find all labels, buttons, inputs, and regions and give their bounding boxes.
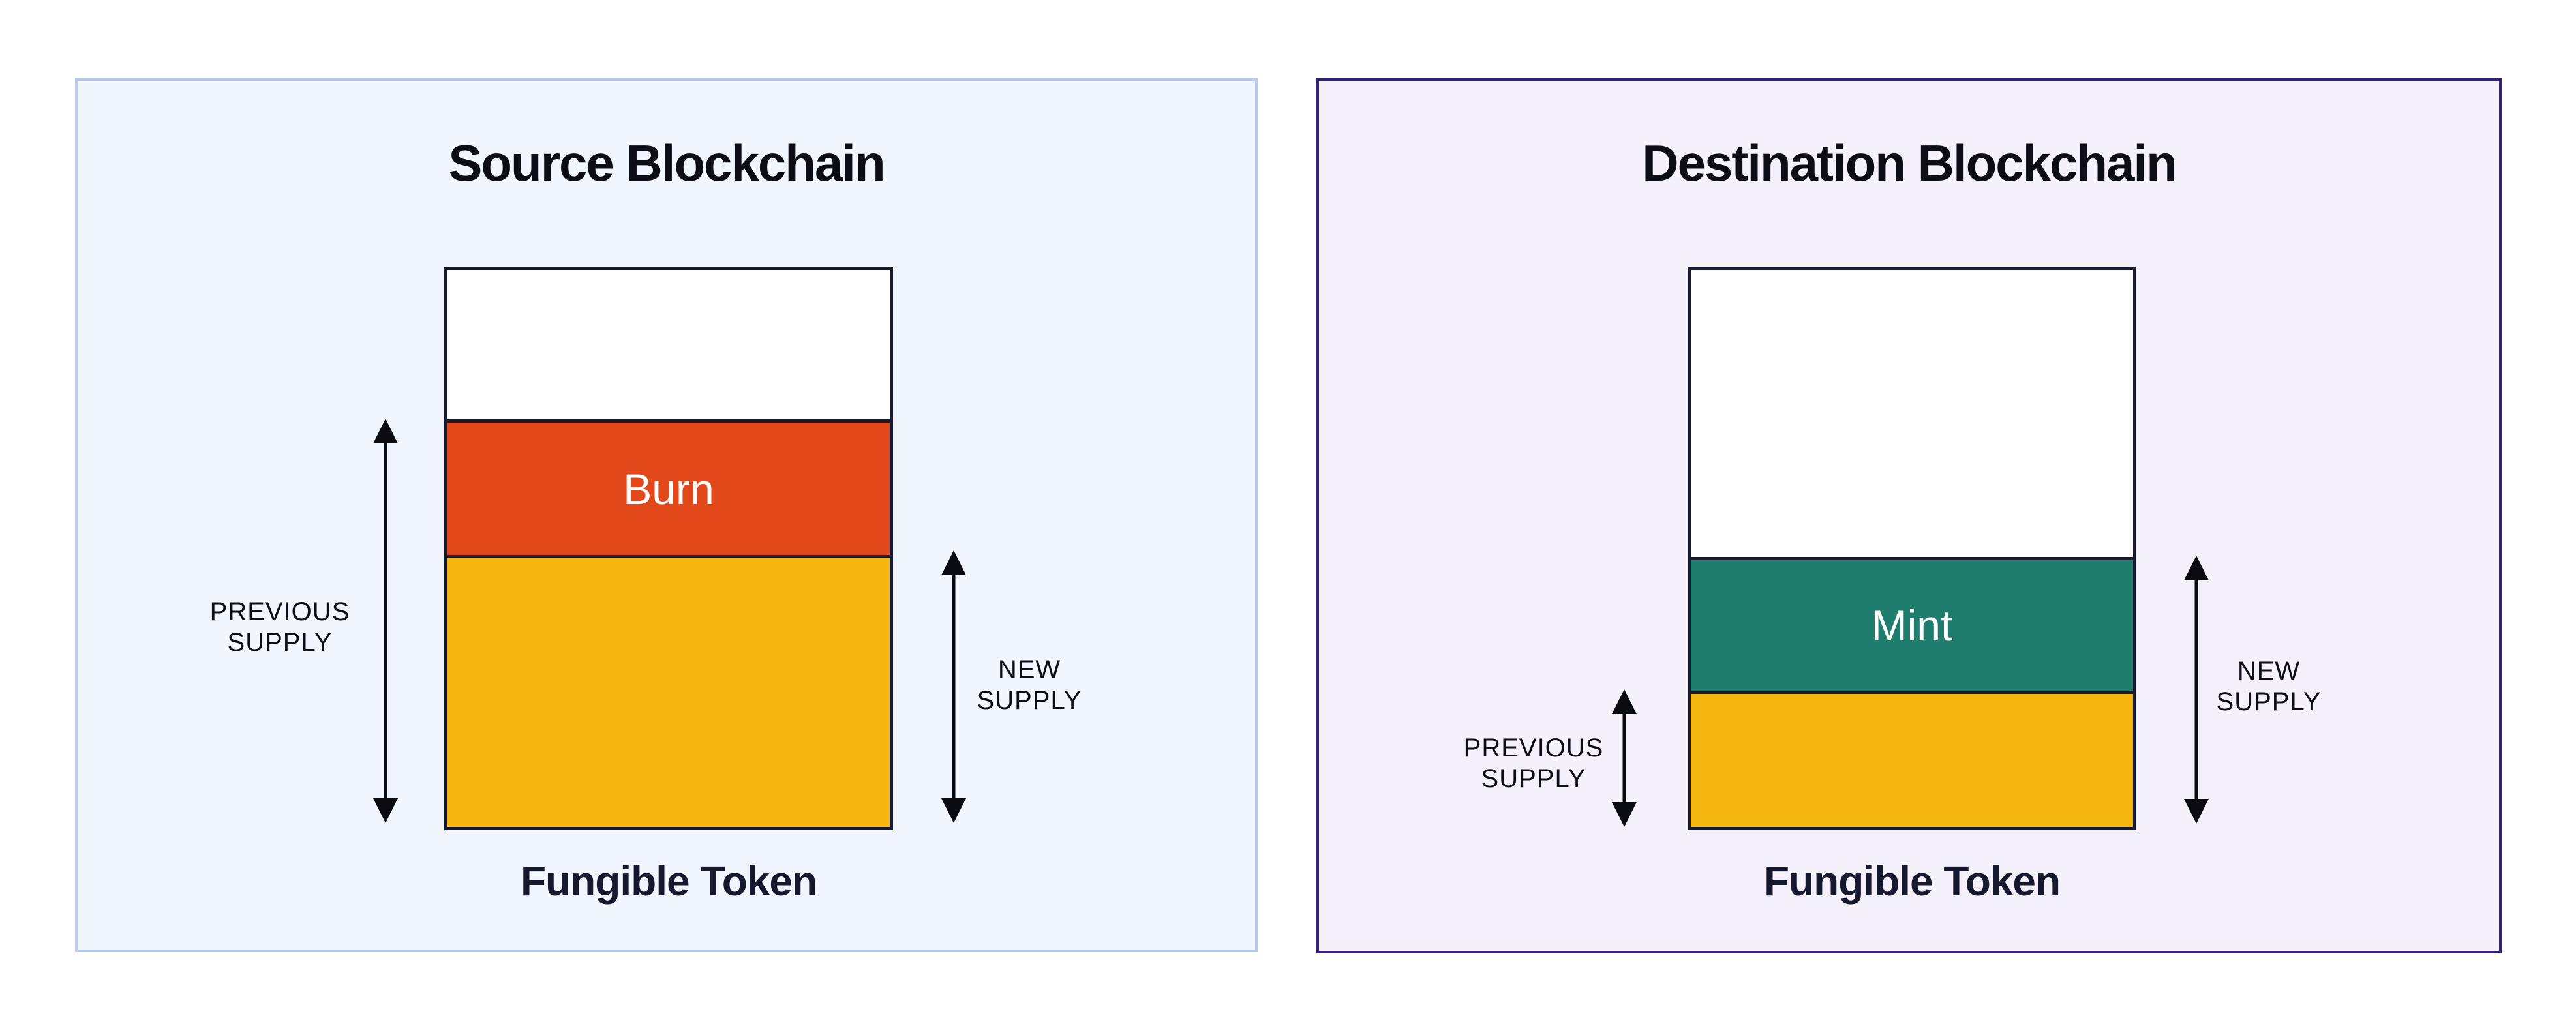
bar-segment-supply xyxy=(447,555,890,827)
panel-title: Source Blockchain xyxy=(448,134,885,192)
bar-segment-supply xyxy=(1691,691,2133,827)
panel-source-blockchain: Source Blockchain Burn PREVIOUS SUPPLY N… xyxy=(75,78,1258,952)
burn-label: Burn xyxy=(623,464,714,513)
token-bar: Mint xyxy=(1688,267,2136,830)
bar-segment-unissued xyxy=(1691,270,2133,557)
new-supply-label: NEW SUPPLY xyxy=(2217,656,2322,717)
previous-supply-label: PREVIOUS SUPPLY xyxy=(210,597,350,658)
panel-title: Destination Blockchain xyxy=(1642,134,2177,192)
new-supply-label: NEW SUPPLY xyxy=(977,655,1082,716)
new-supply-line1: NEW xyxy=(997,655,1061,684)
bar-segment-unissued xyxy=(447,270,890,419)
vertical-double-arrow-icon xyxy=(1612,689,1637,827)
new-supply-line2: SUPPLY xyxy=(977,686,1082,715)
previous-supply-line1: PREVIOUS xyxy=(1463,734,1604,762)
previous-supply-label: PREVIOUS SUPPLY xyxy=(1464,733,1604,794)
previous-supply-line2: SUPPLY xyxy=(1481,764,1586,793)
bar-segment-burn: Burn xyxy=(447,419,890,555)
vertical-double-arrow-icon xyxy=(2184,556,2209,824)
token-label: Fungible Token xyxy=(1763,858,2061,905)
vertical-double-arrow-icon xyxy=(373,419,398,823)
vertical-double-arrow-icon xyxy=(941,550,966,823)
new-supply-line1: NEW xyxy=(2237,657,2301,685)
new-supply-line2: SUPPLY xyxy=(2216,687,2322,716)
mint-label: Mint xyxy=(1871,601,1953,650)
token-bar: Burn xyxy=(444,267,893,830)
token-label: Fungible Token xyxy=(520,858,817,905)
bar-segment-mint: Mint xyxy=(1691,557,2133,691)
previous-supply-line1: PREVIOUS xyxy=(209,597,350,626)
panel-destination-blockchain: Destination Blockchain Mint PREVIOUS SUP… xyxy=(1316,78,2502,953)
previous-supply-line2: SUPPLY xyxy=(227,628,333,657)
